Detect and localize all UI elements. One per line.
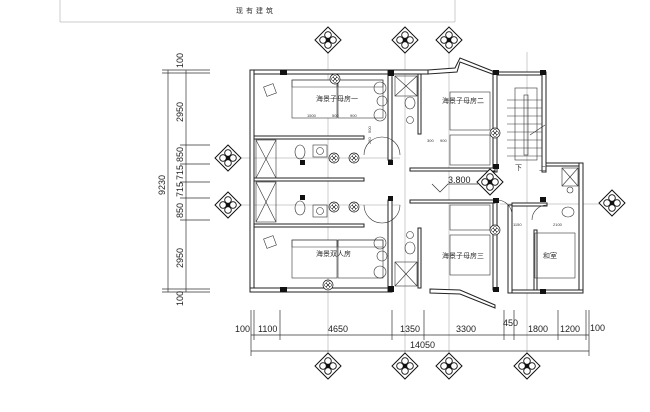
dim-left-seg: 715	[175, 165, 185, 180]
dim-2100: 2100	[553, 222, 563, 227]
dim-500: 500	[332, 113, 339, 118]
dim-left-seg: 100	[175, 53, 185, 68]
room-label-2: 海景子母房二	[442, 96, 484, 105]
dim-left-seg: 2950	[175, 102, 185, 122]
bottom-dimension-labels: 100 1100 4650 1350 3300 450 1800 1200 10…	[235, 318, 605, 350]
walls	[249, 57, 584, 309]
dim-bottom-seg: 4650	[328, 324, 348, 334]
furniture	[263, 79, 576, 279]
left-dimension-labels: 9230 100 2950 850 715 715 850 2950 100	[157, 53, 185, 306]
dim-bottom-seg: 1100	[258, 324, 277, 334]
header-title: 现有建筑	[236, 6, 276, 15]
dim-1500: 1500	[307, 113, 317, 118]
bottom-dimension-lines	[250, 310, 590, 356]
room-label-3: 海景双人房	[316, 249, 351, 258]
stair-up-label: 上	[539, 163, 546, 172]
dim-1150: 1150	[513, 222, 522, 227]
dim-900b: 900	[440, 138, 447, 143]
room-label-4: 海景子母房三	[442, 251, 484, 260]
dim-left-total: 9230	[157, 175, 167, 195]
stair-down-label: 下	[515, 164, 522, 172]
dim-250-vert: 250	[367, 137, 372, 144]
dim-bottom-seg: 1350	[400, 324, 420, 334]
elevation-label: 3.800	[448, 175, 471, 185]
dim-left-seg: 715	[175, 182, 185, 197]
dim-bottom-seg: 1200	[560, 324, 580, 334]
dim-left-seg: 2950	[175, 248, 185, 268]
dim-900: 900	[350, 113, 357, 118]
dim-bottom-seg: 3300	[456, 324, 476, 334]
dim-bottom-seg: 100	[235, 324, 250, 334]
staircase	[507, 87, 546, 161]
header-frame	[59, 0, 456, 23]
columns	[280, 70, 546, 294]
dim-500-vert: 500	[367, 126, 372, 133]
dim-left-seg: 100	[175, 291, 185, 306]
elevation-marker-icon	[431, 183, 478, 193]
dim-bottom-seg: 1800	[528, 324, 548, 334]
dim-bottom-total: 14050	[410, 340, 435, 350]
dim-bottom-seg: 100	[590, 323, 605, 333]
dim-300: 300	[427, 138, 434, 143]
bathrooms	[255, 75, 579, 287]
room-label-washitsu: 和室	[543, 251, 557, 260]
left-dimension-lines	[162, 69, 210, 293]
dim-bottom-seg: 450	[503, 318, 518, 328]
room-label-1: 海景子母房一	[316, 94, 358, 103]
dim-left-seg: 850	[175, 203, 185, 218]
dim-left-seg: 850	[175, 147, 185, 162]
